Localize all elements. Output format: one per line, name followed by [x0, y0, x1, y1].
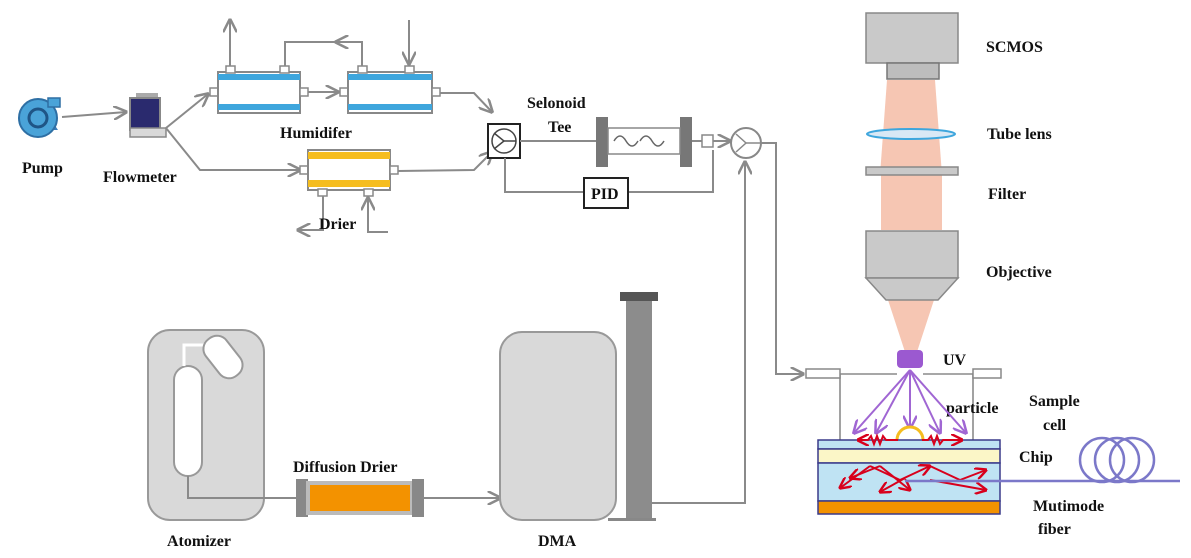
multimode-fiber [905, 436, 1180, 484]
beam-lower [888, 300, 934, 355]
objective [864, 230, 960, 301]
atomizer [147, 329, 265, 521]
humidifier-2 [339, 65, 441, 114]
drier [299, 149, 399, 197]
pipe-bypass-right [628, 150, 714, 193]
atomizer-label: Atomizer [167, 533, 231, 550]
uv-label: UV [943, 352, 967, 369]
objective-label: Objective [986, 264, 1052, 281]
pump [18, 97, 61, 138]
beam-upper [880, 80, 942, 175]
scmos-label: SCMOS [986, 39, 1043, 56]
filter-label: Filter [988, 186, 1026, 203]
tee-label: Tee [548, 119, 571, 136]
particle-label: particle [946, 400, 998, 417]
scmos-camera [865, 12, 959, 80]
sample-cell [805, 368, 1002, 440]
selonoid-valve [487, 123, 521, 159]
sample-cell-label-2: cell [1043, 417, 1067, 434]
pid-box [583, 177, 629, 209]
fiber-label-2: fiber [1038, 521, 1071, 538]
pipe-humid-to-valve [440, 92, 492, 112]
flowmeter [129, 93, 167, 138]
dma-label: DMA [538, 533, 577, 550]
sample-cell-label-1: Sample [1029, 393, 1080, 410]
beam-middle [881, 175, 942, 230]
pipe-to-humidifier [165, 94, 208, 129]
pipe-pump-flowmeter [61, 112, 126, 117]
uv-source [897, 350, 923, 368]
drier-exhaust-arrow [298, 196, 324, 230]
flowmeter-label: Flowmeter [103, 169, 177, 186]
fiber-label-1: Mutimode [1033, 498, 1104, 515]
tee-port [701, 134, 714, 148]
humidifier-1 [209, 65, 309, 114]
drier-label: Drier [319, 216, 356, 233]
uv-rays [854, 369, 966, 433]
chip-label: Chip [1019, 449, 1053, 466]
pipe-dry-to-valve [397, 152, 492, 172]
diffusion-drier [296, 479, 424, 517]
chip [817, 439, 1001, 515]
particle [895, 425, 925, 441]
drier-inlet-arrow [368, 198, 388, 233]
tube-lens [866, 128, 956, 140]
pipe-bypass-left [504, 158, 584, 193]
pipe-to-drier [165, 127, 300, 170]
pipe-to-sample-cell [761, 142, 803, 374]
mixer-valve [730, 127, 762, 159]
tee [596, 117, 692, 167]
pid-label: PID [591, 186, 619, 203]
humidifier-link [284, 41, 363, 66]
diffusion-drier-label: Diffusion Drier [293, 459, 397, 476]
dma [499, 292, 658, 521]
humidifer-label: Humidifer [280, 125, 352, 142]
pipe-dma-to-mixer [652, 162, 745, 504]
pump-label: Pump [22, 160, 63, 177]
pipe-atomizer-out [187, 476, 296, 499]
selonoid-label: Selonoid [527, 95, 586, 112]
filter [865, 166, 959, 176]
tube-lens-label: Tube lens [987, 126, 1052, 143]
